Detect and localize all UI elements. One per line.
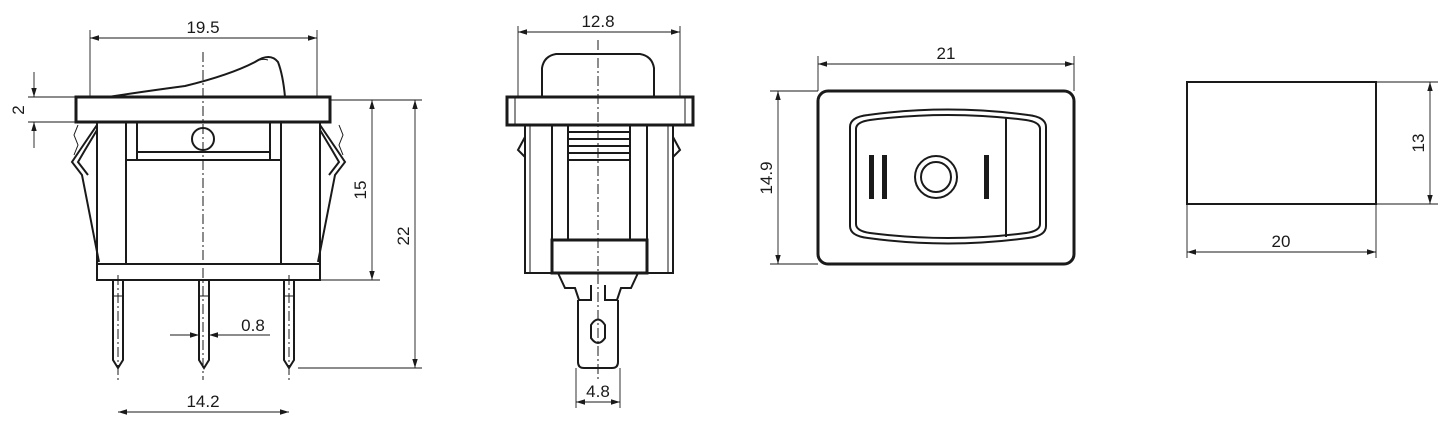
- dim-top-height: 14.9: [757, 161, 776, 194]
- front-body: [96, 121, 321, 281]
- top-rocker-outer: [849, 108, 1047, 245]
- side-body: [524, 124, 674, 274]
- front-left-clip: [70, 124, 100, 263]
- front-view: 19.5 2 15 22 0.8 14.2: [9, 18, 422, 415]
- on-mark-icon: [984, 155, 989, 199]
- dim-cutout-height: 13: [1409, 134, 1428, 153]
- side-view: 12.8 4.8: [505, 12, 695, 408]
- side-ribs: [568, 131, 630, 161]
- front-right-clip: [317, 124, 347, 263]
- dim-top-width: 21: [937, 44, 956, 63]
- side-bezel: [505, 95, 695, 127]
- cutout-rect: [1186, 81, 1377, 205]
- front-rocker: [107, 56, 286, 98]
- off-mark-icon: [869, 155, 874, 199]
- dim-front-terminal: 0.8: [241, 316, 265, 335]
- dim-front-total-height: 22: [394, 227, 413, 246]
- dim-front-width: 19.5: [186, 18, 219, 37]
- indicator-light-icon: [914, 155, 958, 199]
- dim-side-width: 12.8: [581, 12, 614, 31]
- top-view: 21 14.9: [757, 44, 1076, 266]
- dim-front-frame: 2: [9, 105, 28, 114]
- dim-front-pitch: 14.2: [186, 392, 219, 411]
- dim-cutout-width: 20: [1272, 232, 1291, 251]
- top-bezel: [816, 89, 1076, 266]
- dim-side-terminal: 4.8: [586, 382, 610, 401]
- panel-cutout: 13 20: [1186, 81, 1438, 258]
- dim-front-body-height: 15: [351, 181, 370, 200]
